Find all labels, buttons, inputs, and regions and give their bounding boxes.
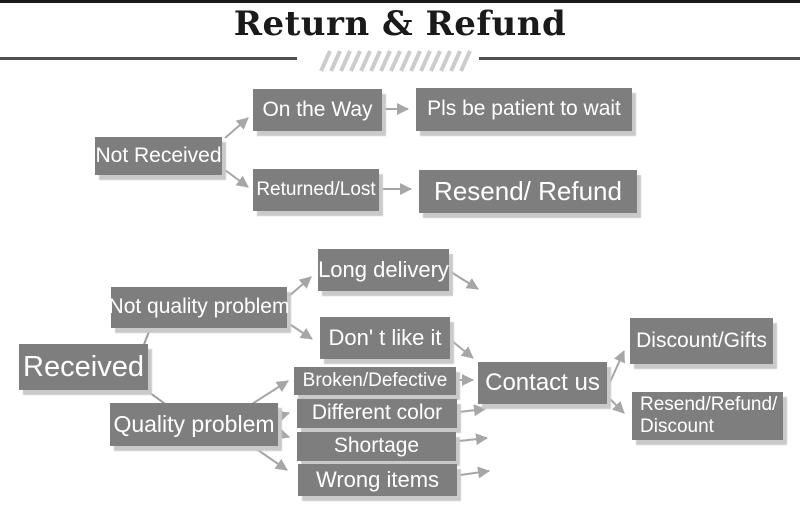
node-broken-defective-label: Broken/Defective [302,370,448,392]
node-returned-lost-label: Returned/Lost [256,179,376,201]
node-long-delivery-label: Long delivery [318,257,449,283]
node-discount-gifts-label: Discount/Gifts [636,328,767,352]
arrow-different-color-out [458,404,486,417]
node-quality-problem-label: Quality problem [113,411,275,438]
node-pls-be-patient: Pls be patient to wait [416,88,632,131]
node-broken-defective: Broken/Defective [294,367,456,395]
arrow-not-quality-to-long-delivery [287,276,312,298]
node-resend-refund: Resend/ Refund [419,170,637,213]
node-resend-refund-discount-line2: Discount [640,416,714,437]
node-contact-us: Contact us [478,362,607,404]
node-discount-gifts: Discount/Gifts [630,318,773,364]
hatch-decoration [319,50,472,72]
node-not-received-label: Not Received [95,143,222,167]
arrow-dont-like-to-contact-us [451,340,474,359]
node-on-the-way-label: On the Way [262,97,373,121]
arrow-not-received-to-returned-lost [224,169,249,188]
node-long-delivery: Long delivery [318,249,449,291]
node-resend-refund-discount-line1: Resend/Refund/ [640,394,778,416]
arrow-quality-to-wrong-items [251,445,288,471]
arrow-wrong-items-out [459,466,490,479]
arrow-quality-to-shortage [275,428,290,440]
node-wrong-items-label: Wrong items [315,467,440,493]
node-not-quality-problem: Not quality problem [108,287,290,328]
node-resend-refund-label: Resend/ Refund [434,175,622,206]
node-returned-lost: Returned/Lost [253,169,379,211]
node-different-color-label: Different color [311,401,443,425]
node-dont-like-it-label: Don' t like it [328,325,442,351]
node-wrong-items: Wrong items [298,464,457,496]
node-contact-us-label: Contact us [485,369,600,397]
arrow-not-quality-to-dont-like [287,322,313,340]
node-resend-refund-discount: Resend/Refund/ Discount [632,392,783,440]
arrow-quality-to-different-color [275,410,290,422]
node-shortage: Shortage [297,432,456,461]
arrow-shortage-out [458,433,488,446]
node-quality-problem: Quality problem [110,403,278,446]
node-shortage-label: Shortage [333,434,420,458]
node-pls-be-patient-label: Pls be patient to wait [427,97,621,121]
node-received: Received [19,344,148,390]
title-divider-right [479,57,800,60]
arrow-contact-us-to-resend-discount [606,395,625,414]
arrow-quality-to-broken [251,380,289,405]
node-different-color: Different color [297,399,457,428]
arrow-long-delivery-out [450,271,479,290]
arrow-contact-us-to-discount-gifts [605,350,625,392]
top-border-rule [0,0,800,3]
node-on-the-way: On the Way [253,89,382,131]
node-received-label: Received [23,350,144,383]
node-not-received: Not Received [95,137,222,175]
arrow-not-received-to-on-the-way [224,117,249,139]
title-divider-left [0,57,297,60]
node-dont-like-it: Don' t like it [320,317,450,359]
node-not-quality-problem-label: Not quality problem [108,295,290,319]
page-title: Return & Refund [233,4,567,44]
